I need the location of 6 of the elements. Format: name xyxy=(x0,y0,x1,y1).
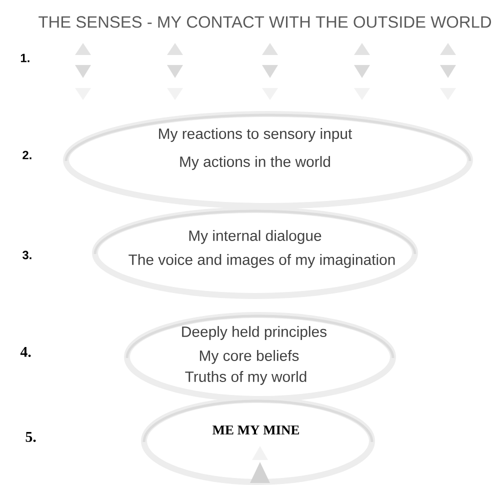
callout-number: 2. xyxy=(22,150,32,160)
title: THE SENSES - MY CONTACT WITH THE OUTSIDE WORLD xyxy=(38,16,491,28)
callout-number: 5. xyxy=(26,432,36,442)
callout-number: 3. xyxy=(22,250,32,260)
callout-number: 4. xyxy=(20,346,31,358)
callout-number: 1. xyxy=(20,54,30,62)
